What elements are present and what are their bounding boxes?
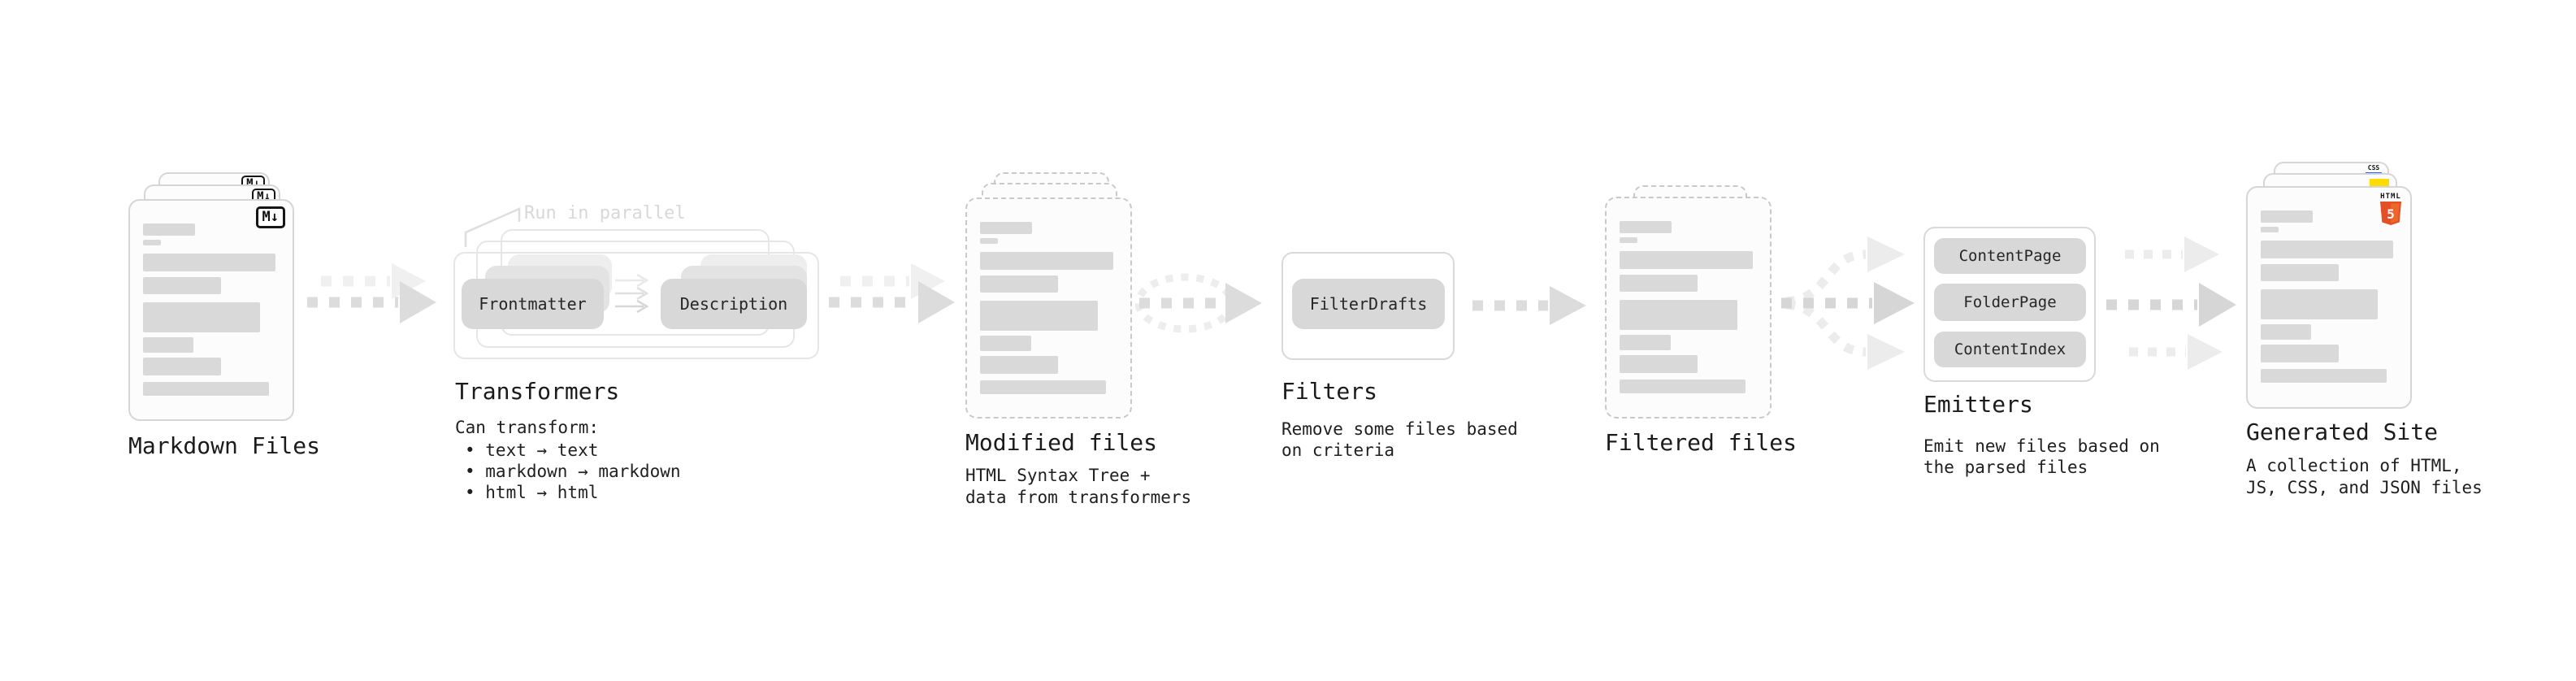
stage-title-transformers: Transformers bbox=[455, 378, 620, 405]
emitters-description: the parsed files bbox=[1923, 458, 2088, 477]
stage-title-filtered-files: Filtered files bbox=[1605, 429, 1798, 456]
generated-site-card-front: HTML 5 bbox=[2246, 186, 2412, 409]
generated-site-description: A collection of HTML, bbox=[2246, 456, 2462, 475]
parallel-run-arrows bbox=[615, 273, 649, 314]
transformers-bullet: • text → text bbox=[465, 440, 599, 460]
doc-skeleton-lines bbox=[2248, 210, 2410, 383]
arrow-modified-to-filters bbox=[1134, 273, 1262, 333]
filtered-file-card-front bbox=[1605, 197, 1772, 419]
arrow-filters-to-filtered bbox=[1472, 286, 1586, 325]
modified-files-description: HTML Syntax Tree + bbox=[965, 466, 1151, 485]
markdown-file-card-front: M↓ bbox=[128, 199, 294, 421]
content-index-button: ContentIndex bbox=[1934, 332, 2086, 367]
content-page-button: ContentPage bbox=[1934, 238, 2086, 274]
filters-description: Remove some files based bbox=[1281, 419, 1518, 439]
modified-files-description: data from transformers bbox=[965, 488, 1192, 507]
emitters-description: Emit new files based on bbox=[1923, 436, 2160, 456]
modified-file-card-front bbox=[965, 197, 1132, 419]
transformers-description: Can transform: bbox=[455, 418, 600, 437]
html5-shield: 5 bbox=[2380, 202, 2401, 225]
stage-title-emitters: Emitters bbox=[1923, 391, 2033, 418]
stage-title-markdown-files: Markdown Files bbox=[128, 432, 321, 459]
generated-site-description: JS, CSS, and JSON files bbox=[2246, 478, 2483, 497]
doc-skeleton-lines bbox=[130, 223, 293, 396]
html5-icon: HTML 5 bbox=[2378, 193, 2404, 226]
run-in-parallel-annotation: Run in parallel bbox=[524, 203, 686, 223]
folder-page-button: FolderPage bbox=[1934, 284, 2086, 321]
arrow-emitters-to-generated bbox=[2106, 236, 2236, 370]
annotation-leader-line bbox=[464, 207, 521, 247]
stage-title-filters: Filters bbox=[1281, 378, 1378, 405]
markdown-icon: M↓ bbox=[255, 206, 285, 228]
filter-drafts-button: FilterDrafts bbox=[1292, 279, 1445, 329]
arrow-markdown-to-transformers bbox=[307, 263, 436, 323]
stage-title-generated-site: Generated Site bbox=[2246, 419, 2439, 445]
transformers-bullet: • html → html bbox=[465, 483, 599, 502]
transformer-box-front bbox=[453, 252, 819, 359]
svg-text:5: 5 bbox=[2387, 206, 2395, 222]
transformers-bullet: • markdown → markdown bbox=[465, 462, 681, 481]
stage-title-modified-files: Modified files bbox=[965, 429, 1158, 456]
filters-description: on criteria bbox=[1281, 440, 1395, 460]
doc-skeleton-lines bbox=[1607, 221, 1770, 393]
arrow-transformers-to-modified bbox=[829, 263, 955, 323]
arrow-filtered-to-emitters bbox=[1781, 236, 1915, 370]
doc-skeleton-lines bbox=[967, 222, 1130, 394]
frontmatter-button: Frontmatter bbox=[462, 279, 604, 329]
description-button: Description bbox=[661, 279, 807, 329]
